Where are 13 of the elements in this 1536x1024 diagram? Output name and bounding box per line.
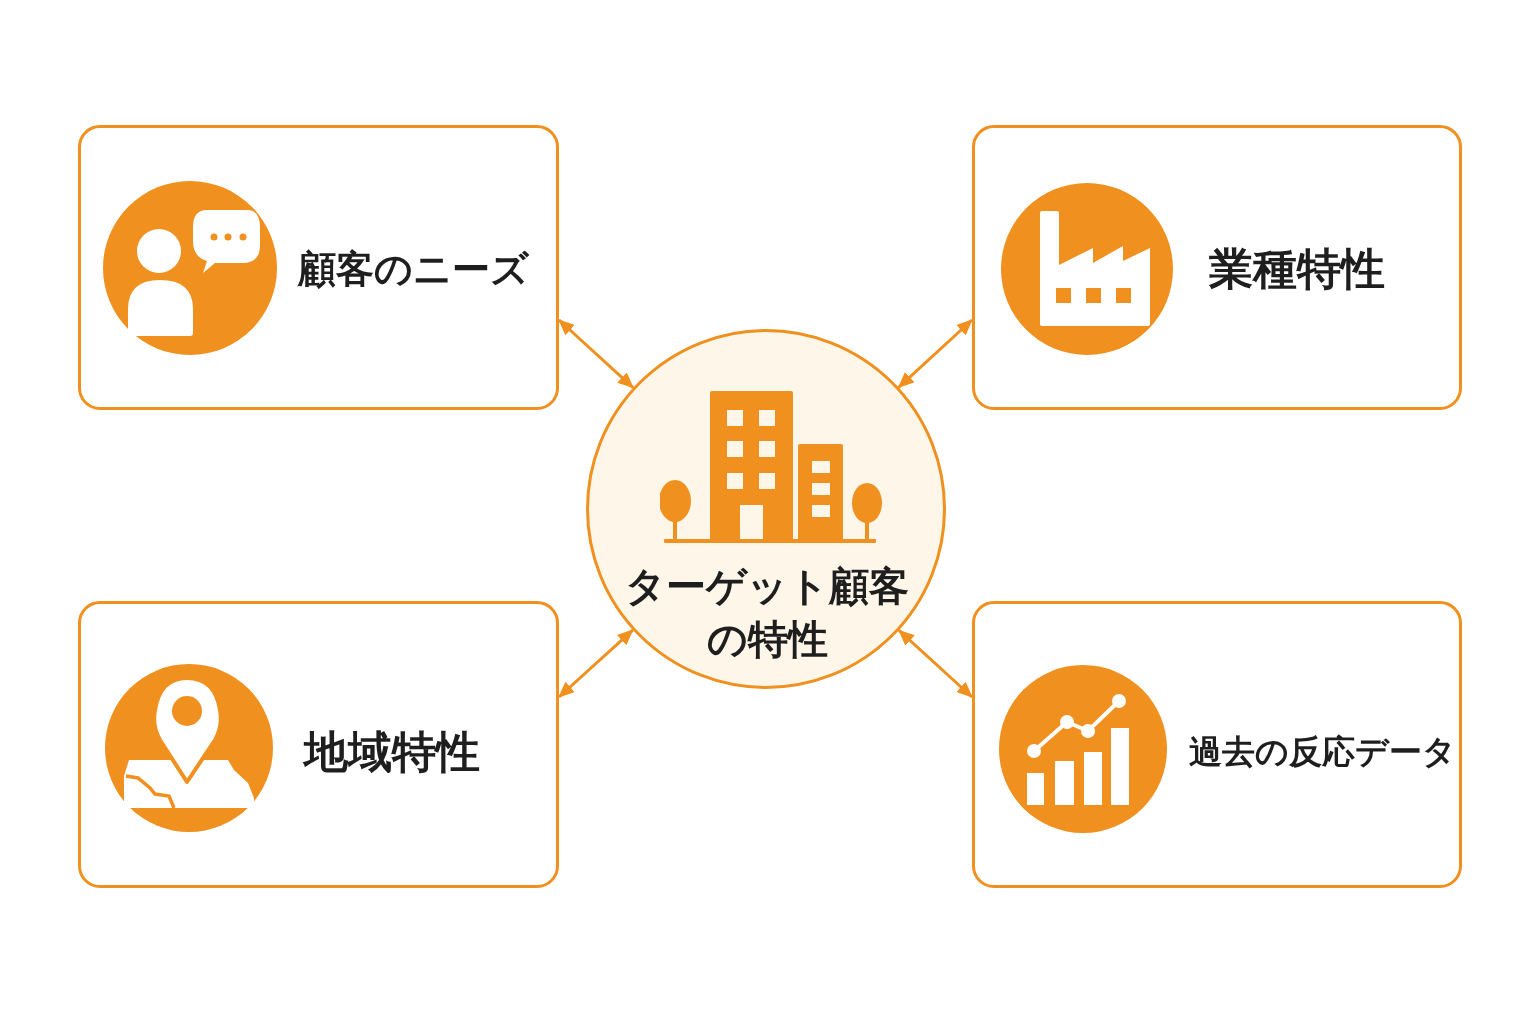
topic-card	[972, 125, 1462, 410]
double-arrow	[897, 318, 973, 389]
topic-card	[972, 601, 1462, 888]
double-arrow	[897, 629, 973, 699]
topic-card	[78, 125, 559, 410]
topic-label: 顧客のニーズ	[298, 246, 529, 293]
topic-label: 業種特性	[1209, 242, 1385, 296]
hub-label: ターゲット顧客の特性	[624, 562, 910, 664]
topic-card	[78, 601, 559, 888]
topic-label: 地域特性	[304, 725, 480, 779]
topic-label: 過去の反応データ	[1189, 731, 1456, 773]
double-arrow	[558, 318, 635, 389]
double-arrow	[558, 628, 634, 699]
